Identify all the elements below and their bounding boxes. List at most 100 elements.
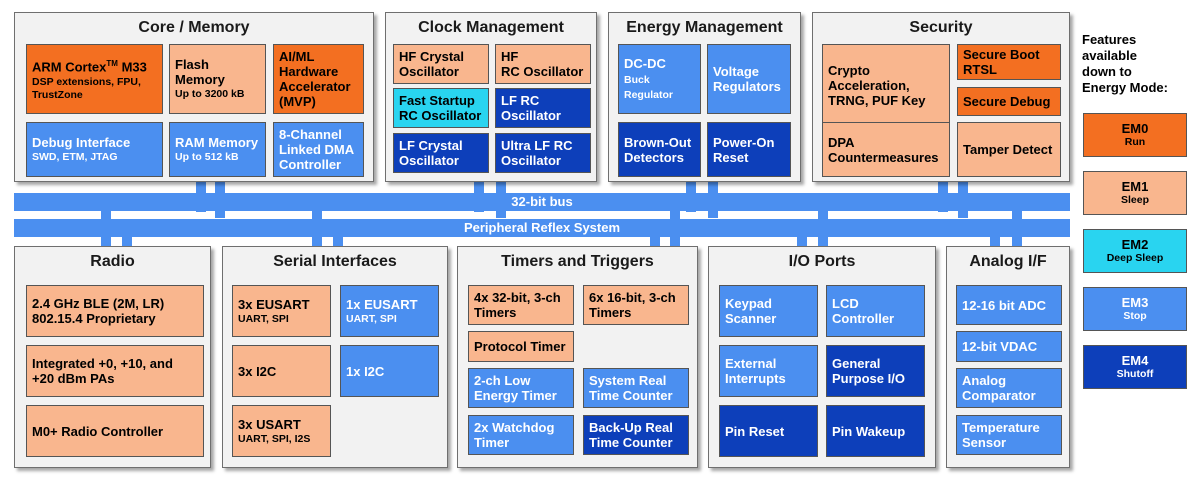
dma-controller-block: 8-Channel Linked DMA Controller [273, 122, 364, 177]
arm-cortex-m33-block: ARM CortexTM M33 DSP extensions, FPU, Tr… [26, 44, 163, 114]
debug-interface-block: Debug Interface SWD, ETM, JTAG [26, 122, 163, 177]
legend-em2: EM2 Deep Sleep [1083, 229, 1187, 273]
legend-em1: EM1 Sleep [1083, 171, 1187, 215]
secure-debug: Secure Debug [957, 87, 1061, 116]
eusart-3x: 3x EUSART UART, SPI [232, 285, 331, 337]
backup-real-time-counter: Back-Up Real Time Counter [583, 415, 689, 455]
flash-label: Flash Memory [175, 57, 225, 87]
arm-model: M33 [117, 59, 147, 75]
m0-radio-controller: M0+ Radio Controller [26, 405, 204, 457]
protocol-timer: Protocol Timer [468, 331, 574, 362]
arm-name: ARM Cortex [32, 59, 107, 75]
flash-memory-block: Flash Memory Up to 3200 kB [169, 44, 266, 114]
radio-title: Radio [90, 253, 135, 270]
power-on-reset: Power-On Reset [707, 122, 791, 177]
bus-connector [818, 211, 828, 247]
32-bit-bus-label: 32-bit bus [511, 194, 573, 209]
io-ports-panel: I/O Ports Keypad Scanner LCD Controller … [708, 246, 936, 468]
timers-16bit: 6x 16-bit, 3-ch Timers [583, 285, 689, 325]
system-real-time-counter: System Real Time Counter [583, 368, 689, 408]
voltage-regulators: Voltage Regulators [707, 44, 791, 114]
fast-startup-rc-oscillator: Fast Startup RC Oscillator [393, 88, 489, 128]
security-panel: Security Crypto Acceleration, TRNG, PUF … [812, 12, 1070, 182]
legend-em3: EM3 Stop [1083, 287, 1187, 331]
lf-crystal-oscillator: LF Crystal Oscillator [393, 133, 489, 173]
aiml-accelerator-block: AI/ML Hardware Accelerator (MVP) [273, 44, 364, 114]
bus-connector [474, 182, 484, 212]
adc-block: 12-16 bit ADC [956, 285, 1062, 325]
watchdog-timer: 2x Watchdog Timer [468, 415, 574, 455]
timers-triggers-title: Timers and Triggers [501, 253, 654, 270]
bus-connector [496, 182, 506, 218]
i2c-1x: 1x I2C [340, 345, 439, 397]
io-ports-title: I/O Ports [788, 253, 856, 270]
core-memory-panel: Core / Memory ARM CortexTM M33 DSP exten… [14, 12, 374, 182]
tamper-detect: Tamper Detect [957, 122, 1061, 177]
ultra-lf-rc-oscillator: Ultra LF RC Oscillator [495, 133, 591, 173]
pin-reset: Pin Reset [719, 405, 818, 457]
eusart-1x: 1x EUSART UART, SPI [340, 285, 439, 337]
security-title: Security [909, 19, 973, 36]
analog-comparator: Analog Comparator [956, 368, 1062, 408]
ble-802154-block: 2.4 GHz BLE (2M, LR) 802.15.4 Proprietar… [26, 285, 204, 337]
arm-features: DSP extensions, FPU, TrustZone [32, 75, 141, 101]
flash-size: Up to 3200 kB [175, 88, 245, 100]
peripheral-reflex-system-bus: Peripheral Reflex System [14, 219, 1070, 237]
usart-3x: 3x USART UART, SPI, I2S [232, 405, 331, 457]
timers-triggers-panel: Timers and Triggers 4x 32-bit, 3-ch Time… [457, 246, 698, 468]
low-energy-timer: 2-ch Low Energy Timer [468, 368, 574, 408]
dpa-countermeasures: DPA Countermeasures [822, 122, 950, 177]
debug-label: Debug Interface [32, 135, 131, 150]
core-memory-title: Core / Memory [138, 19, 250, 36]
trademark: TM [106, 59, 118, 69]
bus-connector [650, 236, 660, 246]
clock-management-panel: Clock Management HF Crystal Oscillator H… [385, 12, 597, 182]
serial-interfaces-title: Serial Interfaces [273, 253, 397, 270]
i2c-3x: 3x I2C [232, 345, 331, 397]
legend-em0: EM0 Run [1083, 113, 1187, 157]
prs-label: Peripheral Reflex System [463, 220, 621, 235]
bus-connector [797, 236, 807, 246]
general-purpose-io: General Purpose I/O [826, 345, 925, 397]
bus-connector [670, 211, 680, 247]
32-bit-bus: 32-bit bus [14, 193, 1070, 211]
energy-management-panel: Energy Management DC-DC Buck Regulator V… [608, 12, 801, 182]
legend-heading: Features available down to Energy Mode: [1082, 32, 1168, 95]
ram-label: RAM Memory [175, 135, 259, 150]
lf-rc-oscillator: LF RC Oscillator [495, 88, 591, 128]
analog-if-panel: Analog I/F 12-16 bit ADC 12-bit VDAC Ana… [946, 246, 1070, 468]
bus-connector [101, 211, 111, 247]
pin-wakeup: Pin Wakeup [826, 405, 925, 457]
bus-connector [215, 182, 225, 218]
ram-memory-block: RAM Memory Up to 512 kB [169, 122, 266, 177]
integrated-pa-block: Integrated +0, +10, and +20 dBm PAs [26, 345, 204, 397]
bus-connector [333, 236, 343, 246]
timers-32bit: 4x 32-bit, 3-ch Timers [468, 285, 574, 325]
brown-out-detectors: Brown-Out Detectors [618, 122, 701, 177]
ram-size: Up to 512 kB [175, 151, 239, 163]
analog-if-title: Analog I/F [969, 253, 1047, 270]
bus-connector [958, 182, 968, 218]
bus-connector [196, 182, 206, 212]
clock-management-title: Clock Management [418, 19, 564, 36]
legend-em4: EM4 Shutoff [1083, 345, 1187, 389]
energy-management-title: Energy Management [626, 19, 783, 36]
bus-connector [938, 182, 948, 212]
serial-interfaces-panel: Serial Interfaces 3x EUSART UART, SPI 1x… [222, 246, 448, 468]
hf-crystal-oscillator: HF Crystal Oscillator [393, 44, 489, 84]
secure-boot-rtsl: Secure Boot RTSL [957, 44, 1061, 80]
temperature-sensor: Temperature Sensor [956, 415, 1062, 455]
bus-connector [686, 182, 696, 212]
crypto-acceleration-block: Crypto Acceleration, TRNG, PUF Key [822, 44, 950, 126]
bus-connector [312, 211, 322, 247]
dc-dc-buck-regulator: DC-DC Buck Regulator [618, 44, 701, 114]
dma-label: 8-Channel Linked DMA Controller [279, 127, 355, 172]
aiml-label: AI/ML Hardware Accelerator (MVP) [279, 49, 351, 109]
vdac-block: 12-bit VDAC [956, 331, 1062, 362]
bus-connector [122, 236, 132, 246]
lcd-controller: LCD Controller [826, 285, 925, 337]
bus-connector [708, 182, 718, 218]
radio-panel: Radio 2.4 GHz BLE (2M, LR) 802.15.4 Prop… [14, 246, 211, 468]
hf-rc-oscillator: HF RC Oscillator [495, 44, 591, 84]
keypad-scanner: Keypad Scanner [719, 285, 818, 337]
